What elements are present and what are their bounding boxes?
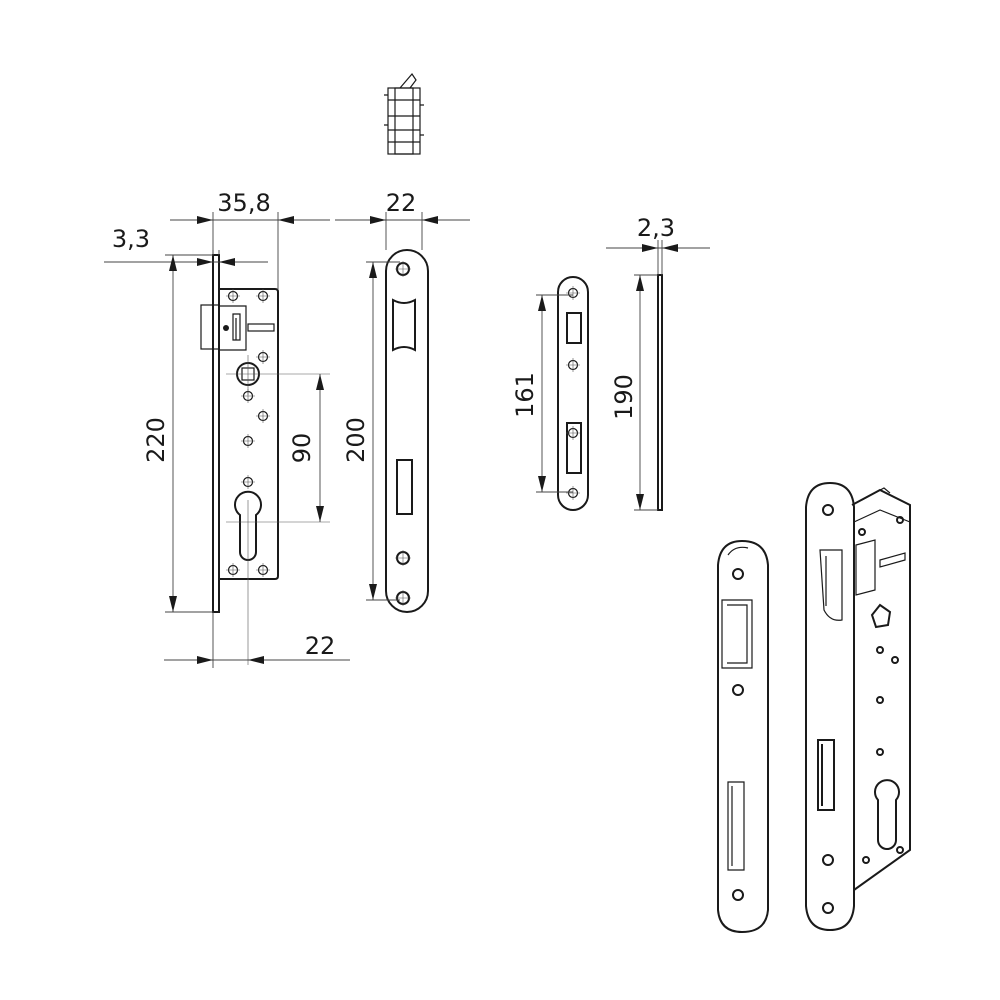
dimension-161: 161 — [511, 294, 573, 493]
dimension-200: 200 — [342, 261, 400, 601]
dimension-label: 200 — [342, 417, 370, 463]
lock-top-view — [384, 73, 424, 155]
strike-plate-front — [385, 249, 429, 613]
dimension-label: 90 — [288, 433, 316, 464]
shim-plate — [657, 274, 663, 511]
dimension-label: 35,8 — [217, 189, 270, 217]
dimension-label: 2,3 — [637, 214, 675, 242]
dimension-90: 90 — [288, 374, 324, 522]
dimension-label: 22 — [386, 189, 417, 217]
strike-plate-isometric — [717, 539, 769, 934]
lock-body-side-view — [200, 254, 330, 665]
dimension-label: 190 — [610, 374, 638, 420]
dimension-190: 190 — [610, 274, 658, 511]
dimension-220: 220 — [142, 254, 213, 613]
dimension-35-8: 35,8 — [170, 189, 330, 290]
dimension-22-backset: 22 — [164, 612, 350, 668]
dimension-label: 22 — [305, 632, 336, 660]
dimension-3-3: 3,3 — [104, 225, 268, 266]
dimension-2-3: 2,3 — [606, 214, 710, 275]
small-strike-plate — [557, 276, 589, 511]
dimension-label: 3,3 — [112, 225, 150, 253]
dimension-label: 161 — [511, 372, 539, 418]
dimension-label: 220 — [142, 417, 170, 463]
dimension-22-strike: 22 — [335, 189, 470, 250]
lock-isometric — [805, 481, 911, 932]
